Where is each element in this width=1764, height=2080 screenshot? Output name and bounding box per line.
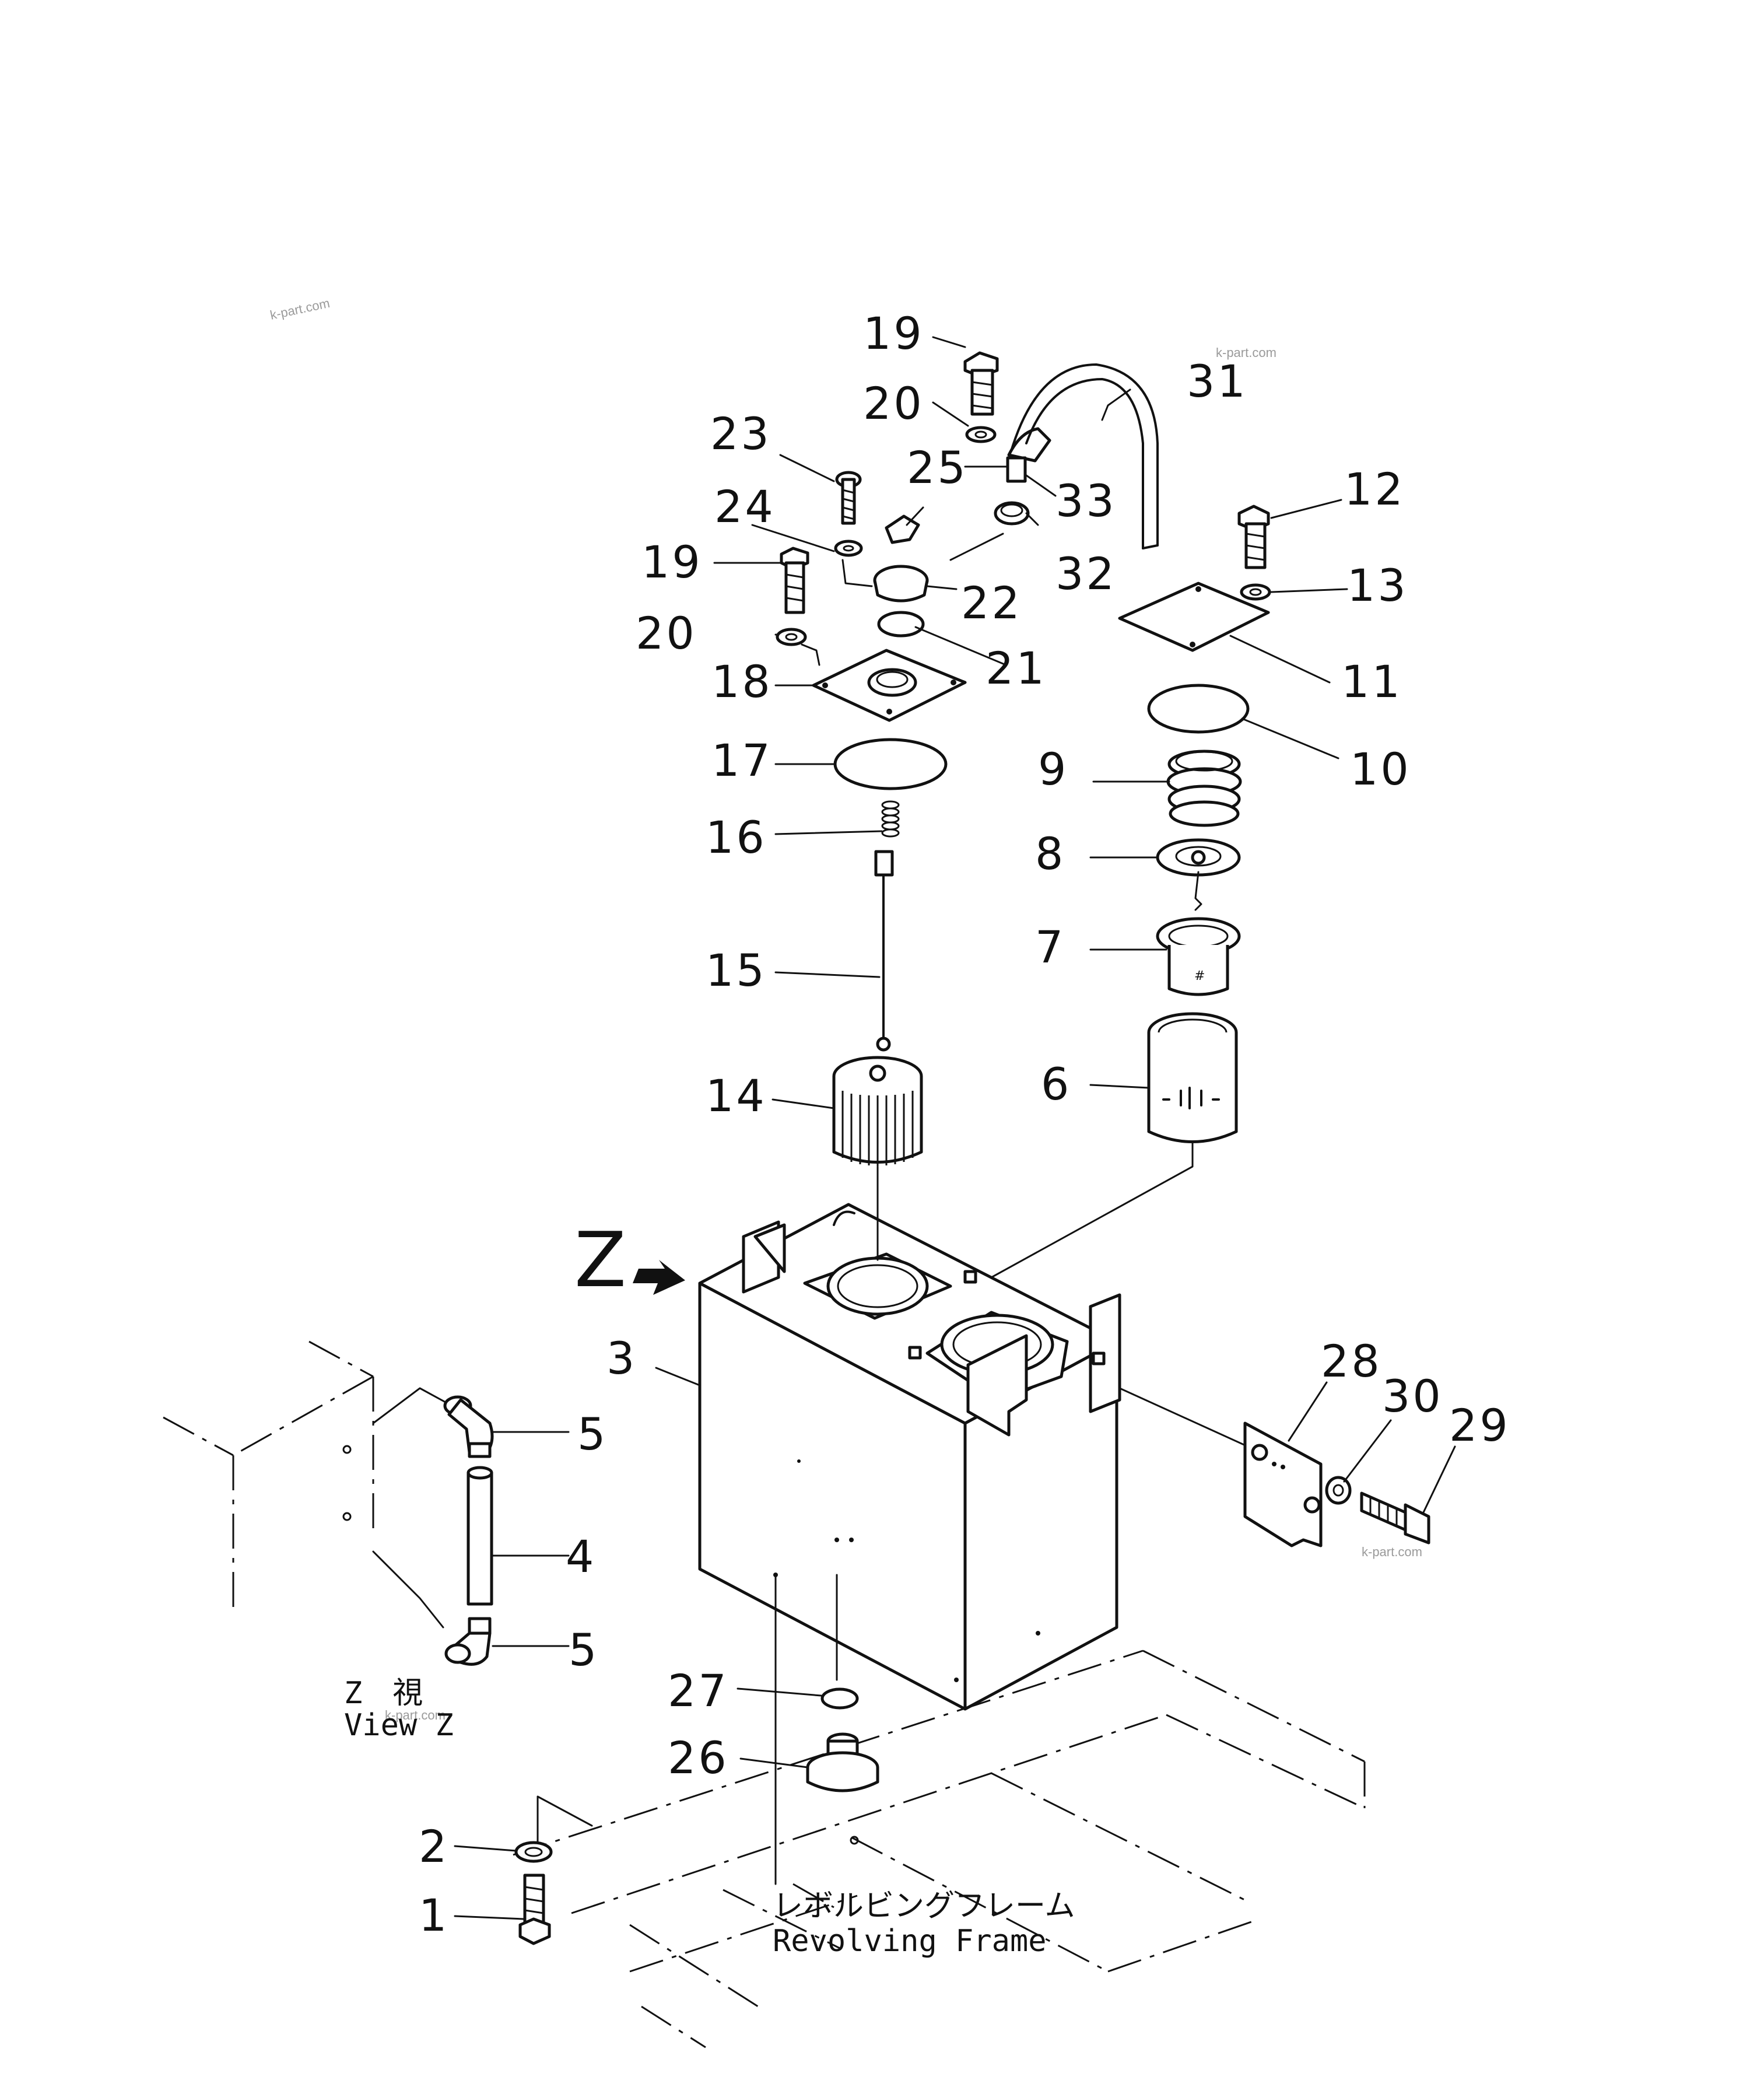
callout-28: 28 xyxy=(1321,1335,1382,1387)
callout-26: 26 xyxy=(668,1732,729,1784)
view-z-caption-jp: Z 視 xyxy=(344,1676,423,1711)
callout-5-upper: 5 xyxy=(577,1408,608,1460)
revolving-frame-caption-en: Revolving Frame xyxy=(773,1924,1047,1959)
callout-16: 16 xyxy=(706,811,767,863)
view-marker-letter: Z xyxy=(574,1216,626,1304)
bracket-assembly xyxy=(1118,1387,1430,1547)
callout-15: 15 xyxy=(706,944,767,996)
leader-lines xyxy=(454,336,1456,1920)
return-filter-assembly: # xyxy=(990,505,1271,1279)
watermark: k-part.com xyxy=(1362,1545,1422,1559)
callout-10: 10 xyxy=(1350,743,1411,795)
callout-24: 24 xyxy=(714,481,776,533)
callout-17: 17 xyxy=(711,734,773,786)
callout-11: 11 xyxy=(1341,656,1402,708)
callout-13: 13 xyxy=(1347,559,1408,611)
watermark: k-part.com xyxy=(1216,345,1276,360)
callout-7: 7 xyxy=(1035,921,1065,973)
callout-32: 32 xyxy=(1055,548,1117,600)
drain-plug-assembly xyxy=(774,1574,879,1885)
mounting-bolt-assembly xyxy=(514,1795,593,1945)
callout-25: 25 xyxy=(907,442,968,493)
revolving-frame-caption-jp: レボルビングフレーム xyxy=(773,1889,1075,1924)
callout-1: 1 xyxy=(419,1889,449,1941)
callout-20: 20 xyxy=(863,377,924,429)
callout-33: 33 xyxy=(1055,475,1117,527)
callout-6: 6 xyxy=(1041,1058,1071,1110)
revolving-frame-caption: レボルビングフレーム Revolving Frame xyxy=(773,1889,1075,1959)
callout-23: 23 xyxy=(710,408,771,460)
callout-19-lower: 19 xyxy=(641,536,703,588)
callout-numbers: 19 20 31 23 25 33 24 32 19 22 12 13 20 2… xyxy=(419,307,1510,1941)
svg-text:#: # xyxy=(1194,969,1205,983)
callout-27: 27 xyxy=(668,1665,729,1717)
callout-19: 19 xyxy=(863,307,924,359)
callout-18: 18 xyxy=(711,656,773,708)
callout-22: 22 xyxy=(961,577,1022,629)
callout-4: 4 xyxy=(566,1531,596,1582)
watermark: k-part.com xyxy=(385,1708,446,1722)
callout-3: 3 xyxy=(606,1332,637,1384)
callout-8: 8 xyxy=(1035,828,1065,880)
breather-assembly xyxy=(776,351,1159,1261)
callout-21: 21 xyxy=(986,642,1047,694)
callout-12: 12 xyxy=(1344,463,1405,515)
callout-30: 30 xyxy=(1382,1370,1443,1422)
callout-5-lower: 5 xyxy=(569,1624,599,1676)
view-z-caption-en: View Z xyxy=(344,1708,454,1743)
view-z-frame-outline xyxy=(163,1340,374,1610)
callout-20-lower: 20 xyxy=(636,607,697,659)
view-z-piping xyxy=(372,1387,494,1666)
view-z-caption: Z 視 View Z xyxy=(344,1676,454,1743)
hydraulic-tank xyxy=(698,1203,1121,1711)
callout-9: 9 xyxy=(1038,743,1068,795)
watermark: k-part.com xyxy=(269,296,331,323)
view-z-arrow: Z xyxy=(574,1216,685,1304)
revolving-frame-outline xyxy=(513,1650,1366,2049)
callout-2: 2 xyxy=(419,1820,449,1872)
callout-14: 14 xyxy=(706,1070,767,1122)
callout-29: 29 xyxy=(1449,1399,1510,1451)
callout-31: 31 xyxy=(1187,355,1248,407)
